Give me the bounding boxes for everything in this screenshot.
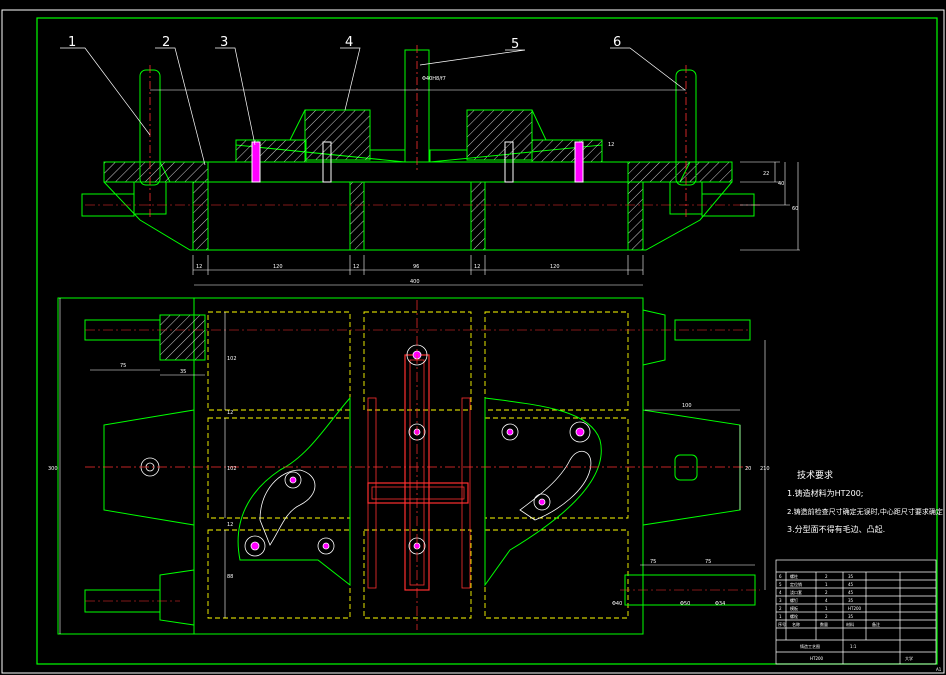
wall-left <box>192 181 209 251</box>
bom-name-2: 模板 <box>790 605 798 611</box>
tech-req-item-2: 2.铸造前检查尺寸确定无误时,中心距尺寸要求确定. <box>787 507 945 516</box>
dim-left-75: 75 <box>120 363 126 369</box>
bom-mat-4: 45 <box>848 590 854 595</box>
cavity-2 <box>363 181 472 251</box>
dim-right-210: 210 <box>760 466 770 472</box>
dim-seg-b: 120 <box>273 264 283 270</box>
part-label-6: 6 <box>613 35 621 50</box>
tech-req-item-1: 1.铸造材料为HT200; <box>787 488 864 498</box>
bom-qty-2: 1 <box>825 606 828 611</box>
title-block <box>775 559 937 665</box>
bom-header-no: 序号 <box>778 621 786 627</box>
bom-mat-3: 35 <box>848 598 854 603</box>
bom-header-name: 名称 <box>792 621 800 627</box>
dim-right-22: 22 <box>763 171 769 177</box>
runner-horizontal <box>367 482 469 504</box>
dim-vert-88: 88 <box>227 574 233 580</box>
top-view <box>57 284 766 635</box>
dim-left-35: 35 <box>180 369 186 375</box>
outer-frame <box>1 9 945 674</box>
dim-shaft-fit: Φ40H8/f7 <box>422 76 446 82</box>
dim-overall-width: 400 <box>410 279 420 285</box>
small-block-right <box>531 139 603 163</box>
dim-vert-12b: 12 <box>227 522 233 528</box>
part-label-1: 1 <box>68 35 76 50</box>
dim-seg-f: 120 <box>550 264 560 270</box>
drawing-name: 铸造工艺图 <box>800 643 820 649</box>
bom-mat-6: 35 <box>848 574 854 579</box>
part-label-4: 4 <box>345 35 353 50</box>
casting-right <box>484 397 602 587</box>
bom-name-4: 浇口套 <box>790 589 802 595</box>
bom-no-5: 5 <box>779 582 782 587</box>
bom-qty-4: 2 <box>825 590 828 595</box>
dim-seg-a: 12 <box>196 264 202 270</box>
dim-right-40: 40 <box>778 181 784 187</box>
dim-seg-e: 12 <box>474 264 480 270</box>
dim-top-right-12: 12 <box>608 142 614 148</box>
bom-qty-1: 2 <box>825 614 828 619</box>
dim-right-20: 20 <box>745 466 751 472</box>
bom-header-qty: 数量 <box>820 621 828 627</box>
casting-left <box>237 396 351 587</box>
drawing-scale: 1:1 <box>850 644 857 649</box>
tech-req-title: 技术要求 <box>797 469 833 481</box>
wall-right <box>627 181 644 251</box>
small-block-left <box>235 139 307 163</box>
drawing-school: 大学 <box>905 655 913 661</box>
dim-seg-c: 12 <box>353 264 359 270</box>
dim-right-60: 60 <box>792 206 798 212</box>
bom-no-6: 6 <box>779 574 782 579</box>
dim-right-100: 100 <box>682 403 692 409</box>
inner-frame <box>36 17 938 665</box>
dim-bot-50: Φ50 <box>680 601 690 607</box>
dim-seg-d: 96 <box>413 264 419 270</box>
sheet-number: A1 <box>936 667 942 672</box>
bom-qty-5: 1 <box>825 582 828 587</box>
cavity-3 <box>484 181 629 251</box>
bom-no-2: 2 <box>779 606 782 611</box>
bom-header-note: 备注 <box>872 621 880 627</box>
part-label-2: 2 <box>162 35 170 50</box>
bom-qty-6: 2 <box>825 574 828 579</box>
left-ear <box>103 409 195 526</box>
part-label-3: 3 <box>220 35 228 50</box>
bom-mat-1: 35 <box>848 614 854 619</box>
bom-name-6: 螺柱 <box>790 573 798 579</box>
front-view <box>81 45 760 251</box>
dim-bot-75a: 75 <box>650 559 656 565</box>
part-leaders <box>60 47 686 166</box>
part-label-5: 5 <box>511 37 519 52</box>
bom-no-1: 1 <box>779 614 782 619</box>
right-ear <box>642 409 741 526</box>
dim-vert-102a: 102 <box>227 356 237 362</box>
dim-bot-75b: 75 <box>705 559 711 565</box>
bom-no-4: 4 <box>779 590 782 595</box>
drawing-material: HT200 <box>810 656 824 661</box>
dim-vert-102b: 102 <box>227 466 237 472</box>
bom-mat-2: HT200 <box>848 606 862 611</box>
top-plate-hatch-left <box>103 161 209 183</box>
bom-header-mat: 材料 <box>846 621 854 627</box>
bom-no-3: 3 <box>779 598 782 603</box>
cavity-1 <box>207 181 351 251</box>
inner-body <box>193 297 644 635</box>
bom-mat-5: 45 <box>848 582 854 587</box>
sprue-right-hatch <box>466 109 533 161</box>
dim-bot-34: Φ34 <box>715 601 725 607</box>
tech-req-item-3: 3.分型面不得有毛边、凸起. <box>787 524 885 534</box>
bom-qty-3: 4 <box>825 598 828 603</box>
bom-name-1: 螺栓 <box>790 613 798 619</box>
front-dim-chain <box>192 161 800 275</box>
bom-name-3: 螺钉 <box>790 597 798 603</box>
wall-mid-right <box>470 181 486 251</box>
bom-name-5: 定位销 <box>790 581 802 587</box>
dim-vert-12a: 12 <box>227 410 233 416</box>
dim-bot-40: Φ40 <box>612 601 622 607</box>
top-plate-hatch-right <box>627 161 733 183</box>
sprue-left-hatch <box>304 109 371 161</box>
dim-overall-height: 300 <box>48 466 58 472</box>
wall-mid-left <box>349 181 365 251</box>
